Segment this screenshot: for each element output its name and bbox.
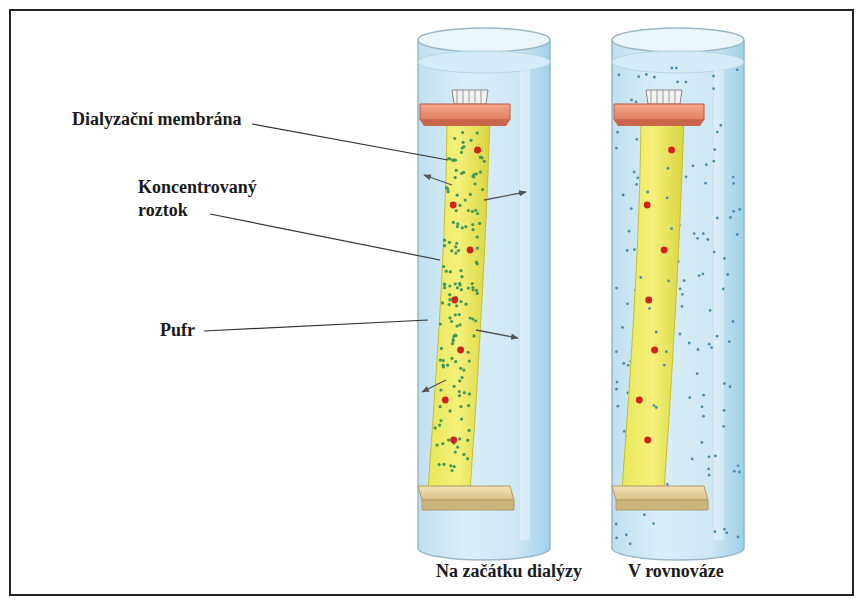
caption-label: V rovnováze [628, 560, 724, 583]
part-label: Pufr [160, 319, 195, 342]
part-label: Dialyzační membrána [72, 108, 241, 131]
caption-label: Na začátku dialýzy [436, 560, 582, 583]
part-label: Koncentrovaný roztok [138, 176, 278, 222]
